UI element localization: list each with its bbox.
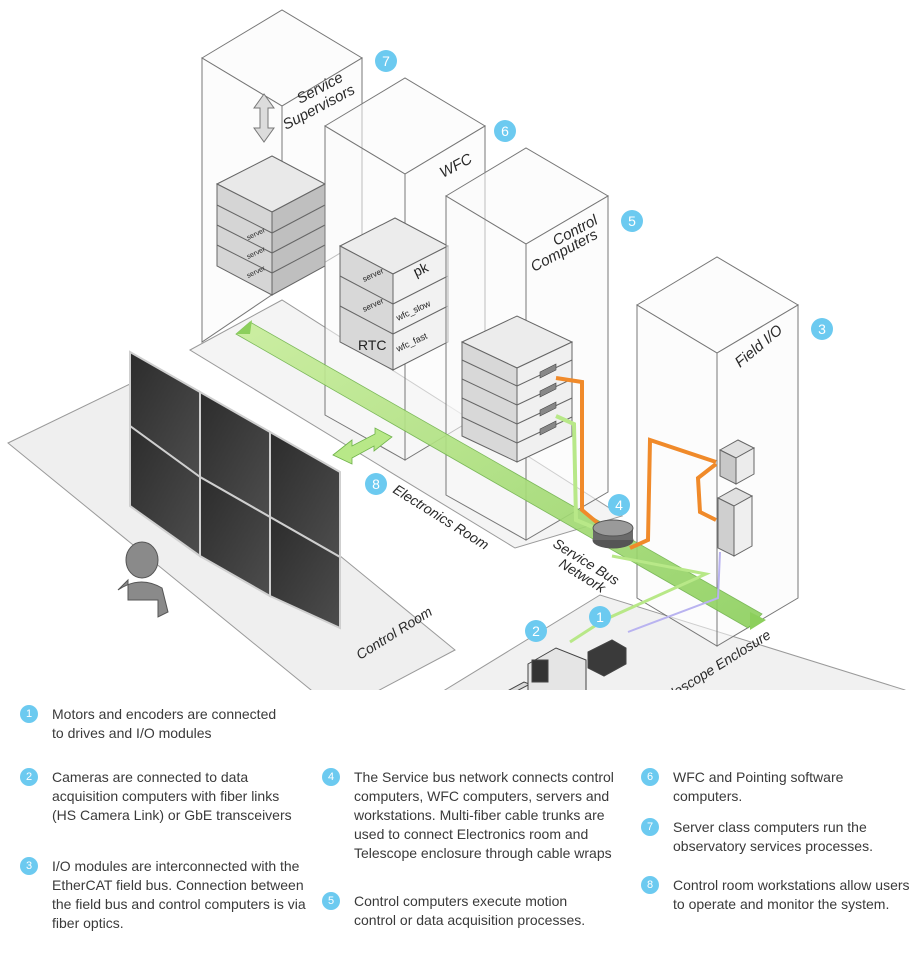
video-wall (129, 350, 341, 630)
legend-text-5: Control computers execute motion control… (354, 893, 586, 928)
bus-arrow-end-icon (750, 612, 766, 630)
fiber-link-fieldio (629, 437, 717, 550)
rack-port-icons (539, 363, 557, 436)
legend-item-6: 6 WFC and Pointing software computers. (641, 768, 901, 806)
legend-badge-5: 5 (322, 892, 340, 910)
legend-item-8: 8 Control room workstations allow users … (641, 876, 911, 914)
legend-badge-6: 6 (641, 768, 659, 786)
legend-item-5: 5 Control computers execute motion contr… (322, 892, 612, 930)
svg-text:6: 6 (501, 123, 509, 139)
legend-badge-4: 4 (322, 768, 340, 786)
badge-8: 8 (365, 473, 387, 495)
legend-text-8: Control room workstations allow users to… (673, 877, 910, 912)
wfc-server-stack (338, 217, 450, 371)
svg-text:4: 4 (615, 497, 623, 513)
badge-6: 6 (494, 120, 516, 142)
svg-text:3: 3 (818, 321, 826, 337)
legend-text-1: Motors and encoders are connected to dri… (52, 706, 277, 741)
control-computer-rack (460, 315, 574, 463)
legend-item-4: 4 The Service bus network connects contr… (322, 768, 622, 863)
ethercat-link (627, 551, 721, 633)
legend-text-7: Server class computers run the observato… (673, 819, 873, 854)
camera-stage-icon (508, 639, 627, 690)
legend-text-3: I/O modules are interconnected with the … (52, 858, 306, 931)
legend-item-1: 1 Motors and encoders are connected to d… (20, 705, 280, 743)
svg-text:2: 2 (532, 623, 540, 639)
legend-badge-1: 1 (20, 705, 38, 723)
legend-item-7: 7 Server class computers run the observa… (641, 818, 911, 856)
svg-text:1: 1 (596, 609, 604, 625)
badge-7: 7 (375, 50, 397, 72)
svg-text:8: 8 (372, 476, 380, 492)
rtc-label: RTC (358, 337, 387, 353)
system-architecture-diagram: server server server server server pk wf… (7, 9, 906, 690)
legend-text-4: The Service bus network connects control… (354, 769, 614, 861)
vertical-arrow-icon (253, 93, 275, 143)
network-switch-icon (592, 519, 634, 549)
camera-link (569, 554, 711, 644)
legend-text-6: WFC and Pointing software computers. (673, 769, 844, 804)
io-module-icon (718, 439, 756, 485)
workstation-link-arrow-icon (332, 427, 393, 465)
legend-badge-7: 7 (641, 818, 659, 836)
fiber-link-drive (695, 462, 718, 522)
badge-2: 2 (525, 620, 547, 642)
bus-link-control (555, 414, 601, 532)
bus-arrow-start-icon (236, 320, 252, 334)
svg-text:7: 7 (382, 53, 390, 69)
legend-item-2: 2 Cameras are connected to data acquisit… (20, 768, 305, 825)
legend-badge-8: 8 (641, 876, 659, 894)
legend-badge-3: 3 (20, 857, 38, 875)
badge-5: 5 (621, 210, 643, 232)
legend-item-3: 3 I/O modules are interconnected with th… (20, 857, 315, 933)
badge-4: 4 (608, 494, 630, 516)
legend-badge-2: 2 (20, 768, 38, 786)
fiber-link-control (555, 376, 602, 527)
badge-1: 1 (589, 606, 611, 628)
legend-text-2: Cameras are connected to data acquisitio… (52, 769, 292, 823)
svg-text:5: 5 (628, 213, 636, 229)
badge-3: 3 (811, 318, 833, 340)
drive-cabinet-icon (716, 487, 754, 557)
operator-person-icon (117, 541, 169, 618)
supervisor-server-stack (215, 155, 327, 296)
